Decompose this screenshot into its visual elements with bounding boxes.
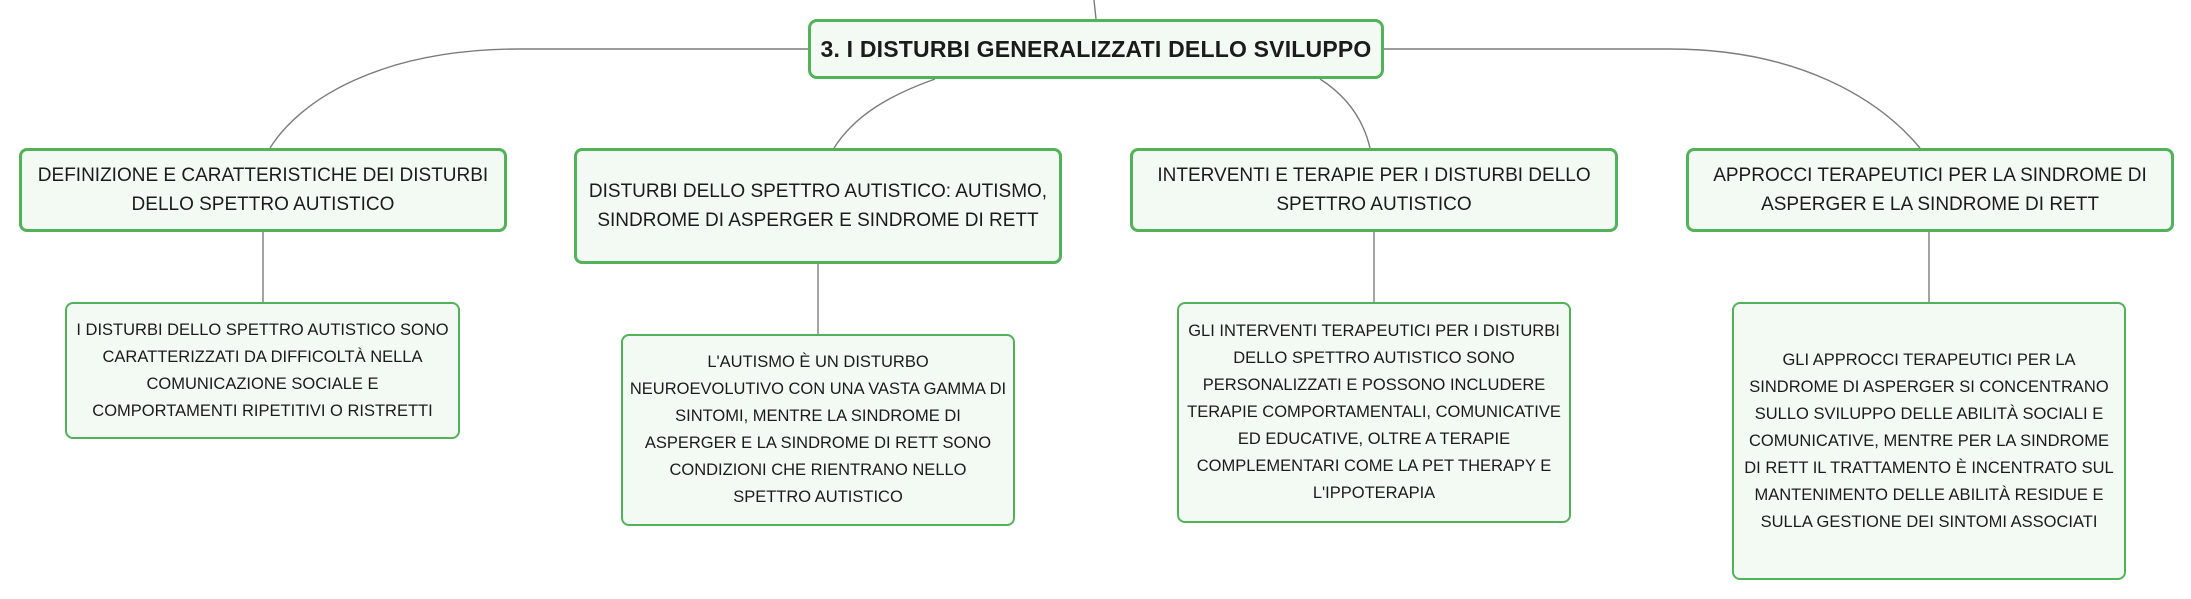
detail-topic-text: GLI INTERVENTI TERAPEUTICI PER I DISTURB… <box>1187 322 1561 502</box>
connector-root-branch-2 <box>833 78 936 149</box>
branch-topic-spectrum-disorders[interactable]: DISTURBI DELLO SPETTRO AUTISTICO: AUTISM… <box>574 148 1062 264</box>
connector-root-branch-3 <box>1319 78 1371 149</box>
branch-topic-therapeutic-approaches[interactable]: APPROCCI TERAPEUTICI PER LA SINDROME DI … <box>1686 148 2174 232</box>
detail-topic-therapeutic-approaches[interactable]: GLI APPROCCI TERAPEUTICI PER LA SINDROME… <box>1732 302 2126 580</box>
connector-root-branch-4 <box>1384 48 1921 149</box>
branch-topic-interventions[interactable]: INTERVENTI E TERAPIE PER I DISTURBI DELL… <box>1130 148 1618 232</box>
branch-topic-label: APPROCCI TERAPEUTICI PER LA SINDROME DI … <box>1713 165 2147 215</box>
detail-topic-definition[interactable]: I DISTURBI DELLO SPETTRO AUTISTICO SONO … <box>65 302 460 439</box>
root-topic[interactable]: 3. I DISTURBI GENERALIZZATI DELLO SVILUP… <box>808 19 1384 79</box>
branch-topic-definition[interactable]: DEFINIZIONE E CARATTERISTICHE DEI DISTUR… <box>19 148 507 232</box>
detail-topic-text: GLI APPROCCI TERAPEUTICI PER LA SINDROME… <box>1744 350 2114 531</box>
branch-topic-label: DEFINIZIONE E CARATTERISTICHE DEI DISTUR… <box>37 165 489 215</box>
detail-topic-text: L'AUTISMO È UN DISTURBO NEUROEVOLUTIVO C… <box>629 353 1007 506</box>
branch-topic-label: DISTURBI DELLO SPETTRO AUTISTICO: AUTISM… <box>588 181 1048 231</box>
parent-connector <box>1093 0 1097 20</box>
root-topic-label: 3. I DISTURBI GENERALIZZATI DELLO SVILUP… <box>820 35 1372 62</box>
detail-topic-spectrum-disorders[interactable]: L'AUTISMO È UN DISTURBO NEUROEVOLUTIVO C… <box>621 334 1015 526</box>
branch-topic-label: INTERVENTI E TERAPIE PER I DISTURBI DELL… <box>1157 165 1591 215</box>
detail-topic-text: I DISTURBI DELLO SPETTRO AUTISTICO SONO … <box>76 320 449 420</box>
detail-topic-interventions[interactable]: GLI INTERVENTI TERAPEUTICI PER I DISTURB… <box>1177 302 1571 523</box>
connector-root-branch-1 <box>269 48 808 149</box>
